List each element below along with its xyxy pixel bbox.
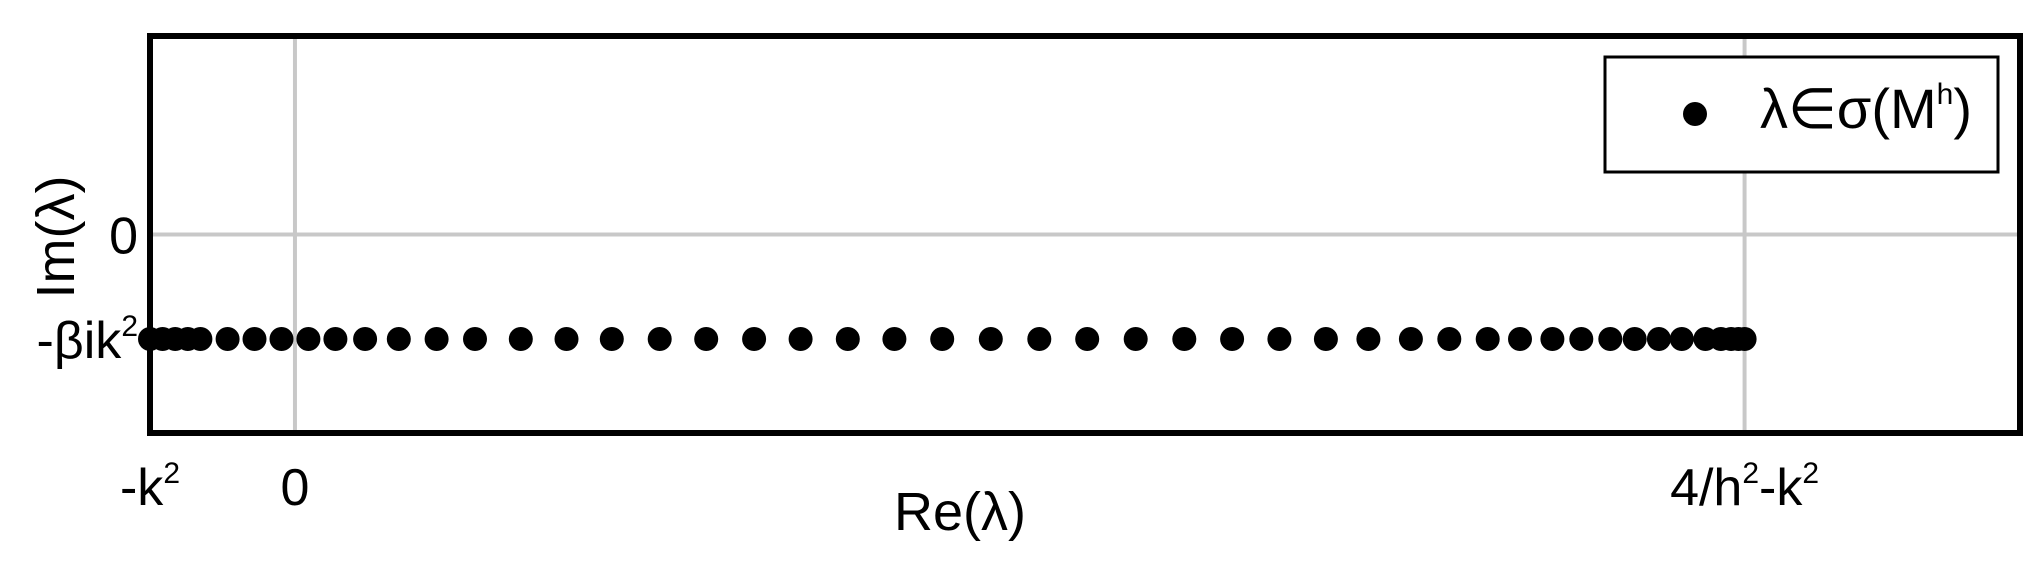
data-point xyxy=(978,327,1003,351)
x-tick-labels: -k2 0 4/h2-k2 xyxy=(120,457,1819,517)
plot-frame xyxy=(147,33,2023,436)
y-tick-label: 0 xyxy=(109,208,138,266)
x-tick-label: 0 xyxy=(281,459,310,517)
data-point xyxy=(1123,327,1148,351)
data-point xyxy=(1313,327,1338,351)
y-axis-label: Im(λ) xyxy=(26,176,86,299)
data-point xyxy=(1622,327,1647,351)
data-point xyxy=(215,327,240,351)
data-point xyxy=(242,327,267,351)
data-point xyxy=(1027,327,1052,351)
data-point xyxy=(1569,327,1594,351)
data-point xyxy=(1267,327,1292,351)
data-point xyxy=(599,327,624,351)
y-tick-label: -βik2 xyxy=(37,310,138,370)
data-point xyxy=(835,327,860,351)
data-point xyxy=(788,327,813,351)
data-point xyxy=(1475,327,1500,351)
data-point xyxy=(742,327,767,351)
data-point xyxy=(1437,327,1462,351)
data-markers xyxy=(138,327,1757,351)
data-point xyxy=(323,327,348,351)
data-point xyxy=(1540,327,1565,351)
data-point xyxy=(463,327,487,351)
data-point xyxy=(1732,327,1757,351)
y-tick-labels: 0 -βik2 xyxy=(37,208,138,370)
data-point xyxy=(1669,327,1694,351)
data-point xyxy=(694,327,719,351)
data-point xyxy=(424,327,449,351)
data-point xyxy=(386,327,411,351)
data-point xyxy=(1598,327,1623,351)
data-point xyxy=(1646,327,1671,351)
data-point xyxy=(1356,327,1381,351)
legend-marker-icon xyxy=(1683,102,1707,126)
data-point xyxy=(1172,327,1197,351)
data-point xyxy=(882,327,907,351)
data-point xyxy=(353,327,378,351)
data-point xyxy=(1398,327,1423,351)
data-point xyxy=(647,327,672,351)
data-point xyxy=(1075,327,1100,351)
data-point xyxy=(508,327,533,351)
data-point xyxy=(188,327,213,351)
legend-box xyxy=(1603,55,2000,174)
legend-label: λ∈σ(Mh) xyxy=(1760,77,1972,140)
x-axis-label: Re(λ) xyxy=(894,482,1026,542)
data-point xyxy=(1220,327,1245,351)
x-tick-label: 4/h2-k2 xyxy=(1670,457,1819,517)
x-tick-label: -k2 xyxy=(120,457,180,517)
data-point xyxy=(554,327,579,351)
data-point xyxy=(296,327,321,351)
data-point xyxy=(1508,327,1532,351)
data-point xyxy=(930,327,955,351)
legend: λ∈σ(Mh) xyxy=(1603,55,2000,174)
data-point xyxy=(269,327,294,351)
